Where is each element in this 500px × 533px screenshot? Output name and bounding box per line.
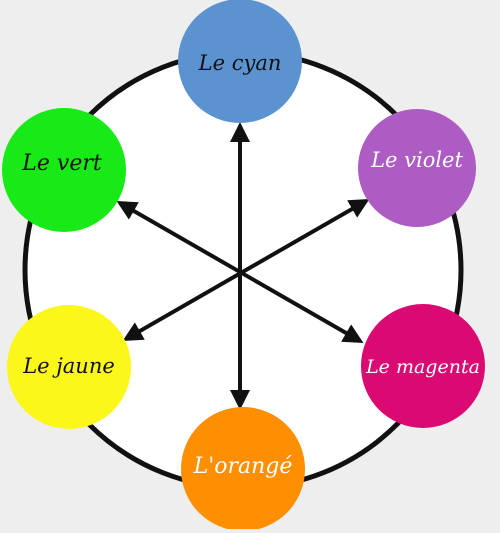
node-vert-circle [2,108,126,232]
node-violet-label: Le violet [370,148,463,172]
node-violet: Le violet [358,109,476,227]
arrows [116,122,370,410]
node-magenta-label: Le magenta [365,356,480,378]
node-vert: Le vert [2,108,126,232]
node-jaune-circle [7,305,131,429]
node-jaune: Le jaune [7,305,131,429]
node-magenta: Le magenta [361,304,485,428]
node-orange: L'orangé [181,407,305,531]
node-magenta-circle [361,304,485,428]
node-cyan: Le cyan [178,0,302,123]
node-orange-circle [181,407,305,531]
node-cyan-label: Le cyan [198,51,282,75]
node-jaune-label: Le jaune [22,354,115,378]
node-orange-label: L'orangé [193,454,293,479]
node-violet-circle [358,109,476,227]
node-cyan-circle [178,0,302,123]
arrow-violet-jaune [122,199,370,341]
node-vert-label: Le vert [21,151,102,176]
